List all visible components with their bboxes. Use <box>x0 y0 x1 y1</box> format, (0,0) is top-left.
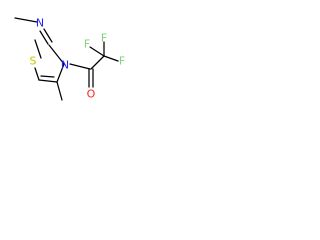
bond-c5-s <box>34 67 40 81</box>
atom-ring-nitrogen: N <box>61 59 69 72</box>
atom-fluorine-left: F <box>84 38 90 51</box>
bond-cf3-f-left <box>89 46 105 57</box>
atom-imine-nitrogen: N <box>36 17 44 30</box>
bond-n3-carbonyl <box>69 63 91 70</box>
bond-c2-n-imine-b <box>43 28 53 43</box>
bond-n3-c4 <box>56 63 65 83</box>
bond-s-c2 <box>34 39 42 59</box>
bonds <box>14 17 119 101</box>
atom-fluorine-top: F <box>101 32 107 45</box>
bond-c2-n-imine-a <box>39 30 49 45</box>
bond-c4-c5-inner <box>40 75 55 78</box>
bond-cf3-f-right <box>103 55 119 62</box>
atom-carbonyl-oxygen: O <box>87 88 96 101</box>
atom-sulfur: S <box>30 55 37 68</box>
atom-labels: S N N O F F F <box>30 17 126 101</box>
atom-fluorine-right: F <box>119 55 125 68</box>
bond-carbonyl-cf3 <box>90 55 105 70</box>
bond-c2-n3 <box>48 44 65 65</box>
bond-c4-methyl <box>56 81 63 101</box>
bond-c4-c5-double <box>38 79 58 83</box>
molecule-diagram: S N N O F F F <box>14 17 126 101</box>
bond-n-imine-methyl <box>14 17 38 23</box>
